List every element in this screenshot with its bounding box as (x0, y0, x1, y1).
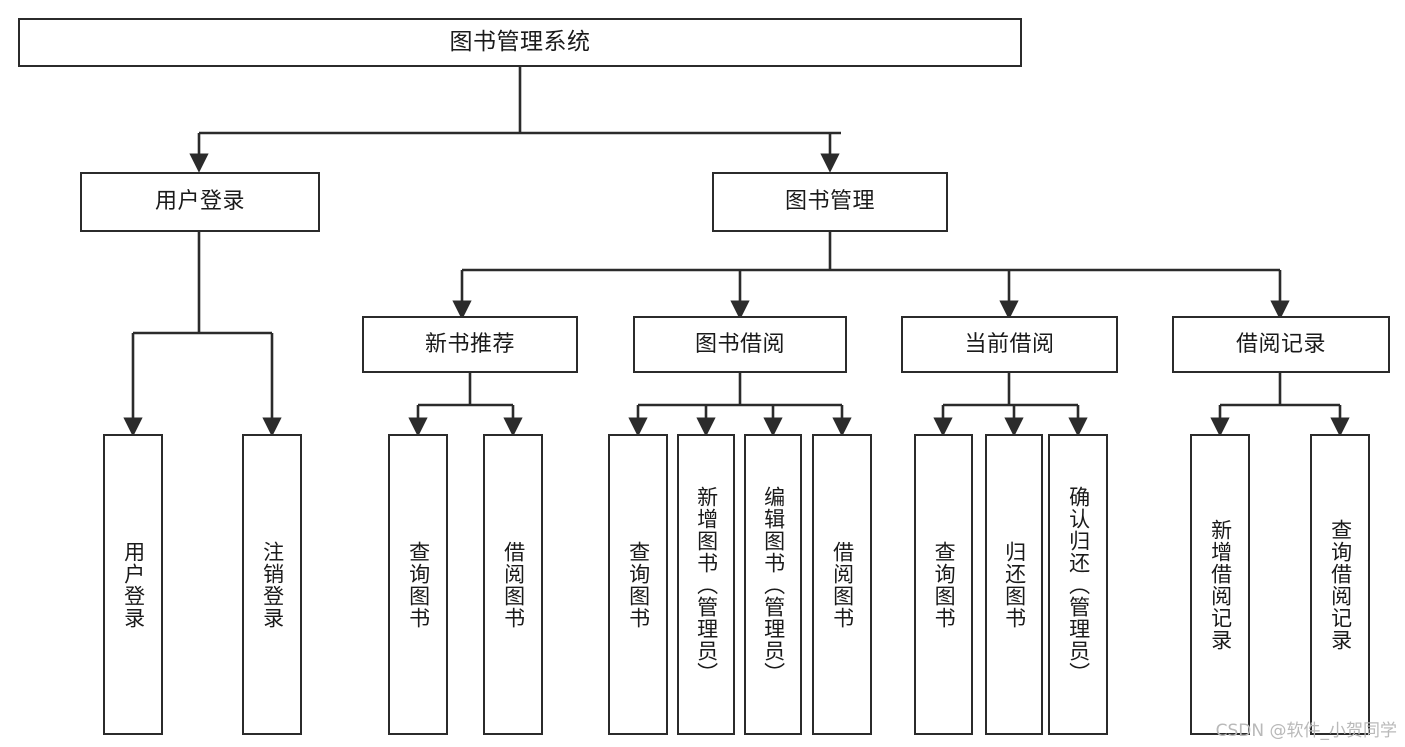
node-label: 查询图书 (932, 540, 957, 629)
leaf-query-borrow-record[interactable]: 查询借阅记录 (1310, 434, 1370, 735)
node-label: 用户登录 (154, 189, 245, 215)
node-book-borrow[interactable]: 图书借阅 (633, 316, 847, 373)
leaf-edit-book-admin[interactable]: 编辑图书（管理员） (744, 434, 802, 735)
node-label: 新书推荐 (424, 331, 515, 357)
node-label: 查询图书 (406, 540, 431, 629)
node-label: 图书管理 (784, 189, 875, 215)
node-label: 新增图书（管理员） (694, 485, 719, 684)
node-label: 归还图书 (1002, 540, 1027, 629)
node-label: 图书管理系统 (449, 28, 591, 55)
node-borrow-record[interactable]: 借阅记录 (1172, 316, 1390, 373)
node-user-login[interactable]: 用户登录 (80, 172, 320, 232)
node-label: 编辑图书（管理员） (761, 485, 786, 684)
leaf-confirm-return-admin[interactable]: 确认归还（管理员） (1048, 434, 1108, 735)
leaf-borrow-book[interactable]: 借阅图书 (812, 434, 872, 735)
leaf-user-logout[interactable]: 注销登录 (242, 434, 302, 735)
node-label: 确认归还（管理员） (1066, 485, 1091, 684)
node-label: 新增借阅记录 (1208, 518, 1233, 651)
node-label: 注销登录 (260, 540, 285, 629)
watermark-text: CSDN @软件_小贺同学 (1215, 721, 1397, 741)
node-label: 图书借阅 (694, 331, 785, 357)
node-root-system[interactable]: 图书管理系统 (18, 18, 1022, 67)
leaf-add-book-admin[interactable]: 新增图书（管理员） (677, 434, 735, 735)
node-book-manage[interactable]: 图书管理 (712, 172, 948, 232)
node-label: 查询借阅记录 (1328, 518, 1353, 651)
node-label: 借阅图书 (501, 540, 526, 629)
leaf-query-book-borrow[interactable]: 查询图书 (608, 434, 668, 735)
node-current-borrow[interactable]: 当前借阅 (901, 316, 1118, 373)
leaf-return-book[interactable]: 归还图书 (985, 434, 1043, 735)
leaf-user-login[interactable]: 用户登录 (103, 434, 163, 735)
leaf-query-book-recommend[interactable]: 查询图书 (388, 434, 448, 735)
leaf-query-book-current[interactable]: 查询图书 (914, 434, 973, 735)
node-label: 当前借阅 (964, 331, 1055, 357)
node-label: 借阅图书 (830, 540, 855, 629)
node-label: 借阅记录 (1235, 331, 1326, 357)
leaf-borrow-book-recommend[interactable]: 借阅图书 (483, 434, 543, 735)
leaf-add-borrow-record[interactable]: 新增借阅记录 (1190, 434, 1250, 735)
node-label: 用户登录 (121, 540, 146, 629)
node-label: 查询图书 (626, 540, 651, 629)
node-new-book-recommend[interactable]: 新书推荐 (362, 316, 578, 373)
